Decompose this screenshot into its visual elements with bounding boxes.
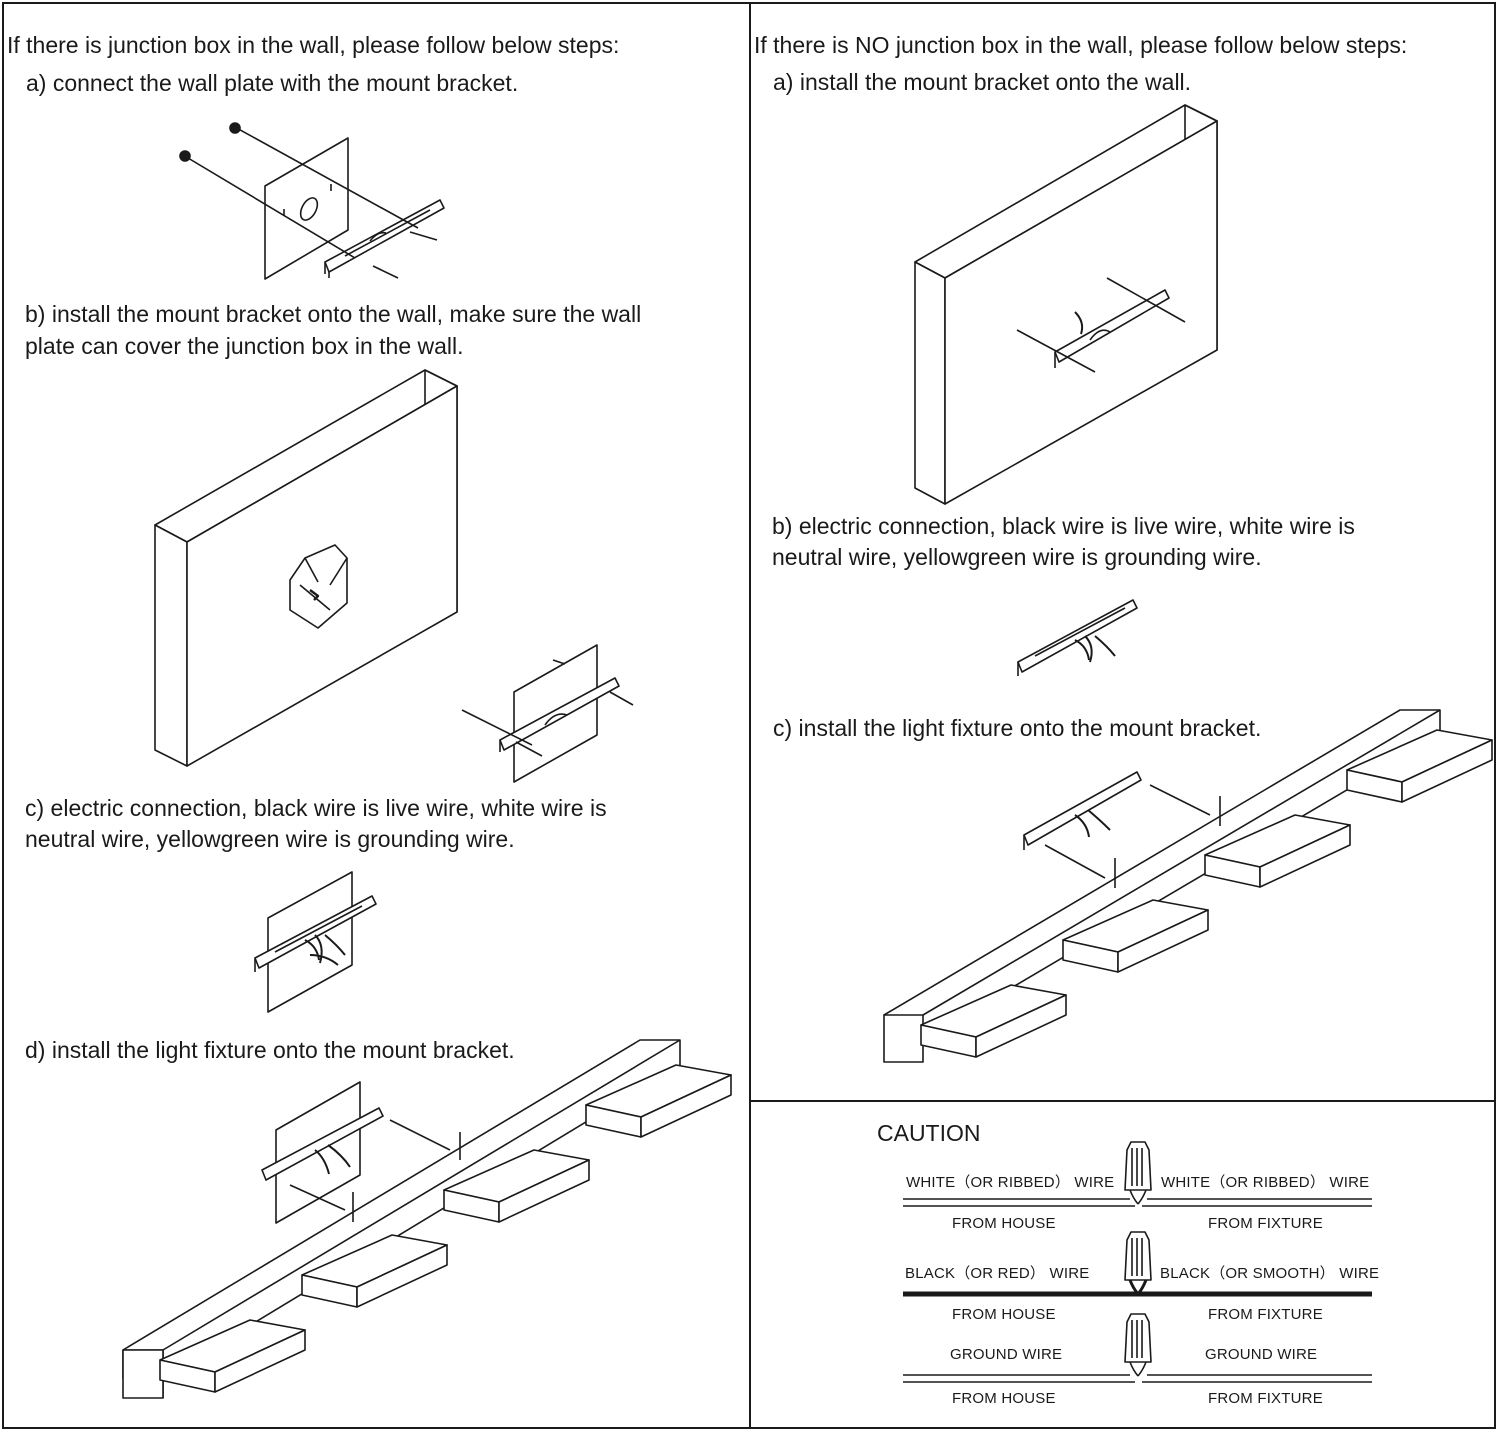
caution-title: CAUTION xyxy=(877,1120,981,1146)
right-step-c-drawing xyxy=(884,710,1492,1062)
left-step-b-line2: plate can cover the junction box in the … xyxy=(25,333,464,359)
panel-divider-horizontal xyxy=(749,1100,1496,1102)
right-step-b-line2: neutral wire, yellowgreen wire is ground… xyxy=(772,544,1262,570)
left-step-b-drawing xyxy=(155,370,633,782)
right-step-a-drawing xyxy=(915,105,1217,504)
left-step-c-drawing xyxy=(255,872,376,1012)
left-step-d: d) install the light fixture onto the mo… xyxy=(25,1037,515,1063)
panel-divider-vertical xyxy=(749,2,751,1429)
caution-row1-right-label: WHITE（OR RIBBED） WIRE xyxy=(1161,1174,1370,1191)
caution-row3-left-label: GROUND WIRE xyxy=(950,1346,1063,1363)
caution-row1-left-sub: FROM HOUSE xyxy=(952,1215,1056,1232)
caution-row1-left-label: WHITE（OR RIBBED） WIRE xyxy=(906,1174,1115,1191)
left-step-d-drawing xyxy=(123,1040,731,1398)
caution-row1-right-sub: FROM FIXTURE xyxy=(1208,1215,1323,1232)
left-step-c-line1: c) electric connection, black wire is li… xyxy=(25,795,607,821)
caution-row3-right-sub: FROM FIXTURE xyxy=(1208,1390,1323,1407)
caution-row3-right-label: GROUND WIRE xyxy=(1205,1346,1318,1363)
caution-row3-left-sub: FROM HOUSE xyxy=(952,1390,1056,1407)
caution-row2-right-sub: FROM FIXTURE xyxy=(1208,1306,1323,1323)
caution-wire-diagram xyxy=(903,1142,1372,1382)
caution-row2-left-sub: FROM HOUSE xyxy=(952,1306,1056,1323)
right-step-c: c) install the light fixture onto the mo… xyxy=(773,715,1262,741)
caution-row2-right-label: BLACK（OR SMOOTH） WIRE xyxy=(1160,1265,1380,1282)
left-step-a-drawing xyxy=(180,123,444,279)
left-step-b-line1: b) install the mount bracket onto the wa… xyxy=(25,301,642,327)
right-step-b-drawing xyxy=(1018,600,1137,676)
caution-row2-left-label: BLACK（OR RED） WIRE xyxy=(905,1265,1090,1282)
left-step-a: a) connect the wall plate with the mount… xyxy=(26,70,519,96)
right-step-a: a) install the mount bracket onto the wa… xyxy=(773,69,1192,95)
right-step-b-line1: b) electric connection, black wire is li… xyxy=(772,513,1355,539)
left-step-c-line2: neutral wire, yellowgreen wire is ground… xyxy=(25,826,515,852)
left-panel-title: If there is junction box in the wall, pl… xyxy=(7,32,620,58)
right-panel-title: If there is NO junction box in the wall,… xyxy=(754,32,1408,58)
